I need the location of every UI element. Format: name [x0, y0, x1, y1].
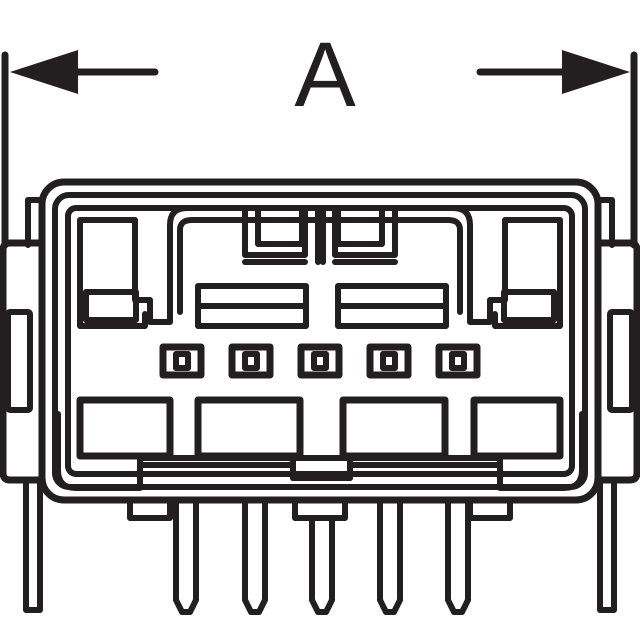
pins: [23, 477, 617, 615]
lower-contact-blocks: [76, 396, 564, 460]
contact-window: [435, 343, 481, 379]
lower-block: [76, 396, 174, 460]
lower-block: [339, 396, 449, 460]
right-mounting-tab: [594, 239, 640, 484]
contact-windows: [159, 343, 481, 379]
contact-window: [159, 343, 205, 379]
lower-block: [194, 396, 304, 460]
signal-pin: [445, 497, 471, 615]
signal-pin: [309, 515, 335, 615]
signal-pin: [377, 497, 403, 615]
bottom-frame: [55, 411, 585, 491]
dimension-label: A: [294, 24, 356, 126]
dimension-arrow-right: [562, 50, 630, 94]
mount-pin-right: [597, 477, 617, 613]
lower-block: [470, 396, 564, 460]
left-mounting-tab: [0, 239, 46, 484]
mount-pin-left: [23, 477, 43, 613]
upper-contact-bars: [83, 283, 557, 329]
signal-pin: [173, 497, 199, 615]
contact-window: [366, 343, 412, 379]
signal-pin: [242, 497, 268, 615]
top-key-blocks: [242, 205, 398, 265]
dimension-arrow-left: [10, 50, 78, 94]
contact-window: [297, 343, 343, 379]
dimension-a: A: [1, 24, 638, 249]
contact-window: [228, 343, 274, 379]
